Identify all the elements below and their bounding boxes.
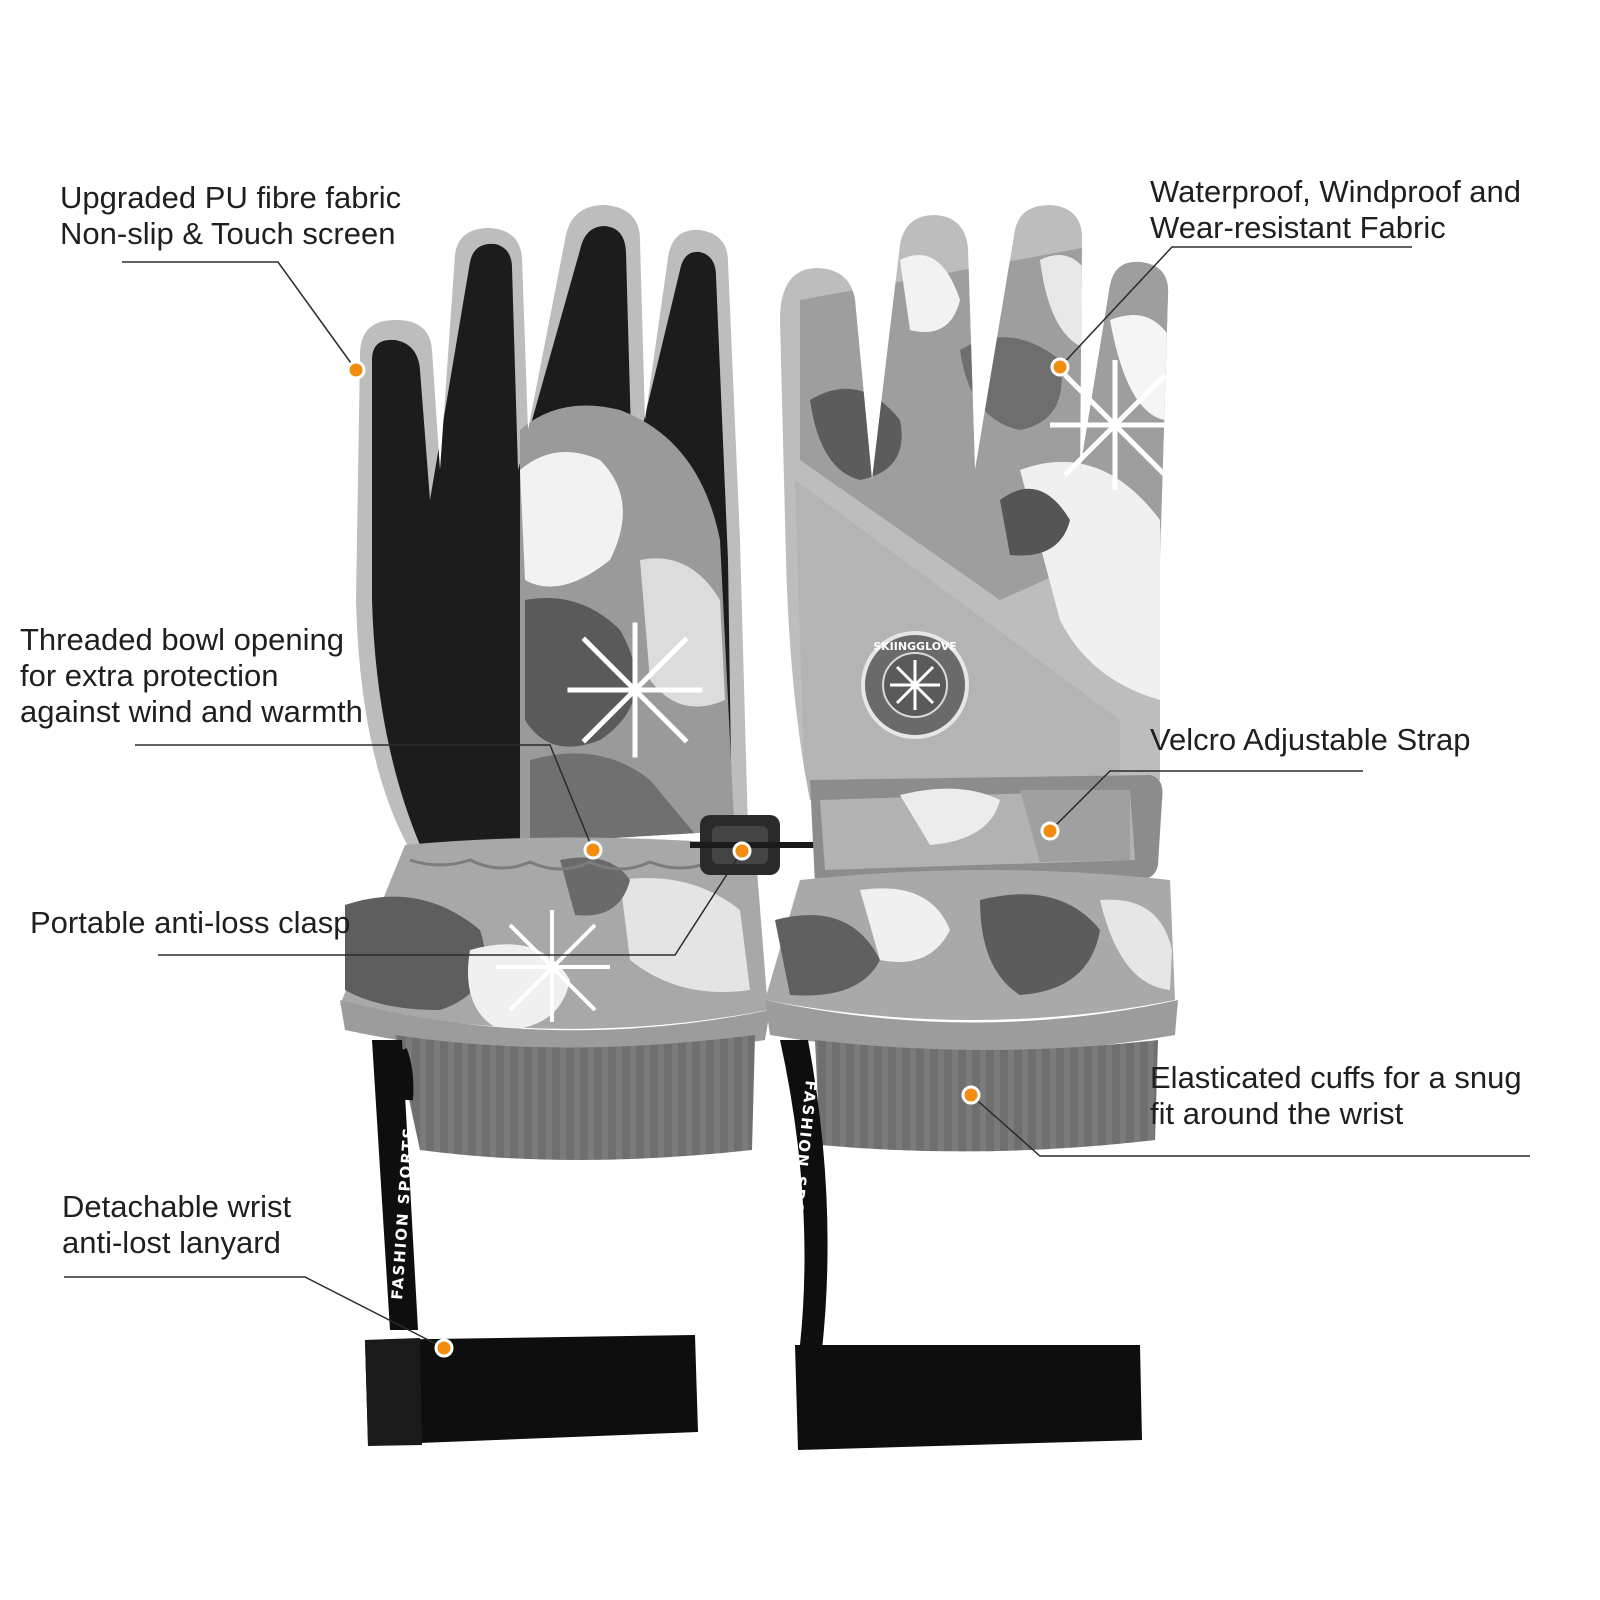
callout-text: Wear-resistant Fabric [1150,210,1446,245]
callout-text: Elasticated cuffs for a snug [1150,1060,1522,1095]
callout-label-velcro: Velcro Adjustable Strap [1150,722,1471,758]
callout-dot-velcro [1040,821,1060,841]
callout-text: for extra protection [20,658,279,693]
callout-dots [346,357,1070,1358]
leader-line-bowl [135,744,594,851]
callout-text: against wind and warmth [20,694,363,729]
leader-line-lanyard [64,1276,445,1349]
skiing-glove-badge: SKIINGGLOVE [861,631,969,739]
leader-line-fabric [122,261,357,371]
callout-lines [64,246,1530,1349]
left-glove [340,205,820,1160]
snowflake-icon [1050,360,1180,490]
callout-dot-lanyard [434,1338,454,1358]
snowflake-icon [567,622,703,758]
callout-dot-fabric [346,360,366,380]
callout-text: Portable anti-loss clasp [30,905,351,940]
callout-text: Velcro Adjustable Strap [1150,722,1471,757]
callout-text: Upgraded PU fibre fabric [60,180,402,215]
callout-label-cuffs: Elasticated cuffs for a snug fit around … [1150,1060,1522,1132]
callout-dot-bowl [583,840,603,860]
callout-text: Non-slip & Touch screen [60,216,396,251]
callout-text: Detachable wrist [62,1189,292,1224]
callout-text: Waterproof, Windproof and [1150,174,1522,209]
callout-dot-cuffs [961,1085,981,1105]
callout-label-water: Waterproof, Windproof and Wear-resistant… [1150,174,1521,246]
callout-dot-water [1050,357,1070,377]
callout-label-fabric: Upgraded PU fibre fabric Non-slip & Touc… [60,180,401,252]
leader-line-clasp [158,850,743,956]
callout-label-clasp: Portable anti-loss clasp [30,905,351,941]
callout-label-lanyard: Detachable wrist anti-lost lanyard [62,1189,291,1261]
leader-line-cuffs [970,1094,1530,1157]
anti-loss-clasp [690,815,820,875]
callout-text: fit around the wrist [1150,1096,1404,1131]
leader-line-velcro [1049,770,1363,832]
badge-text: SKIINGGLOVE [873,640,957,653]
right-glove: SKIINGGLOVE [765,205,1180,1152]
snowflake-icon [496,910,610,1022]
leader-line-water [1059,246,1412,368]
callout-label-bowl: Threaded bowl opening for extra protecti… [20,622,363,730]
callout-text: anti-lost lanyard [62,1225,281,1260]
velcro-strap [810,775,1163,885]
callout-text: Threaded bowl opening [20,622,345,657]
callout-dot-clasp [732,841,752,861]
